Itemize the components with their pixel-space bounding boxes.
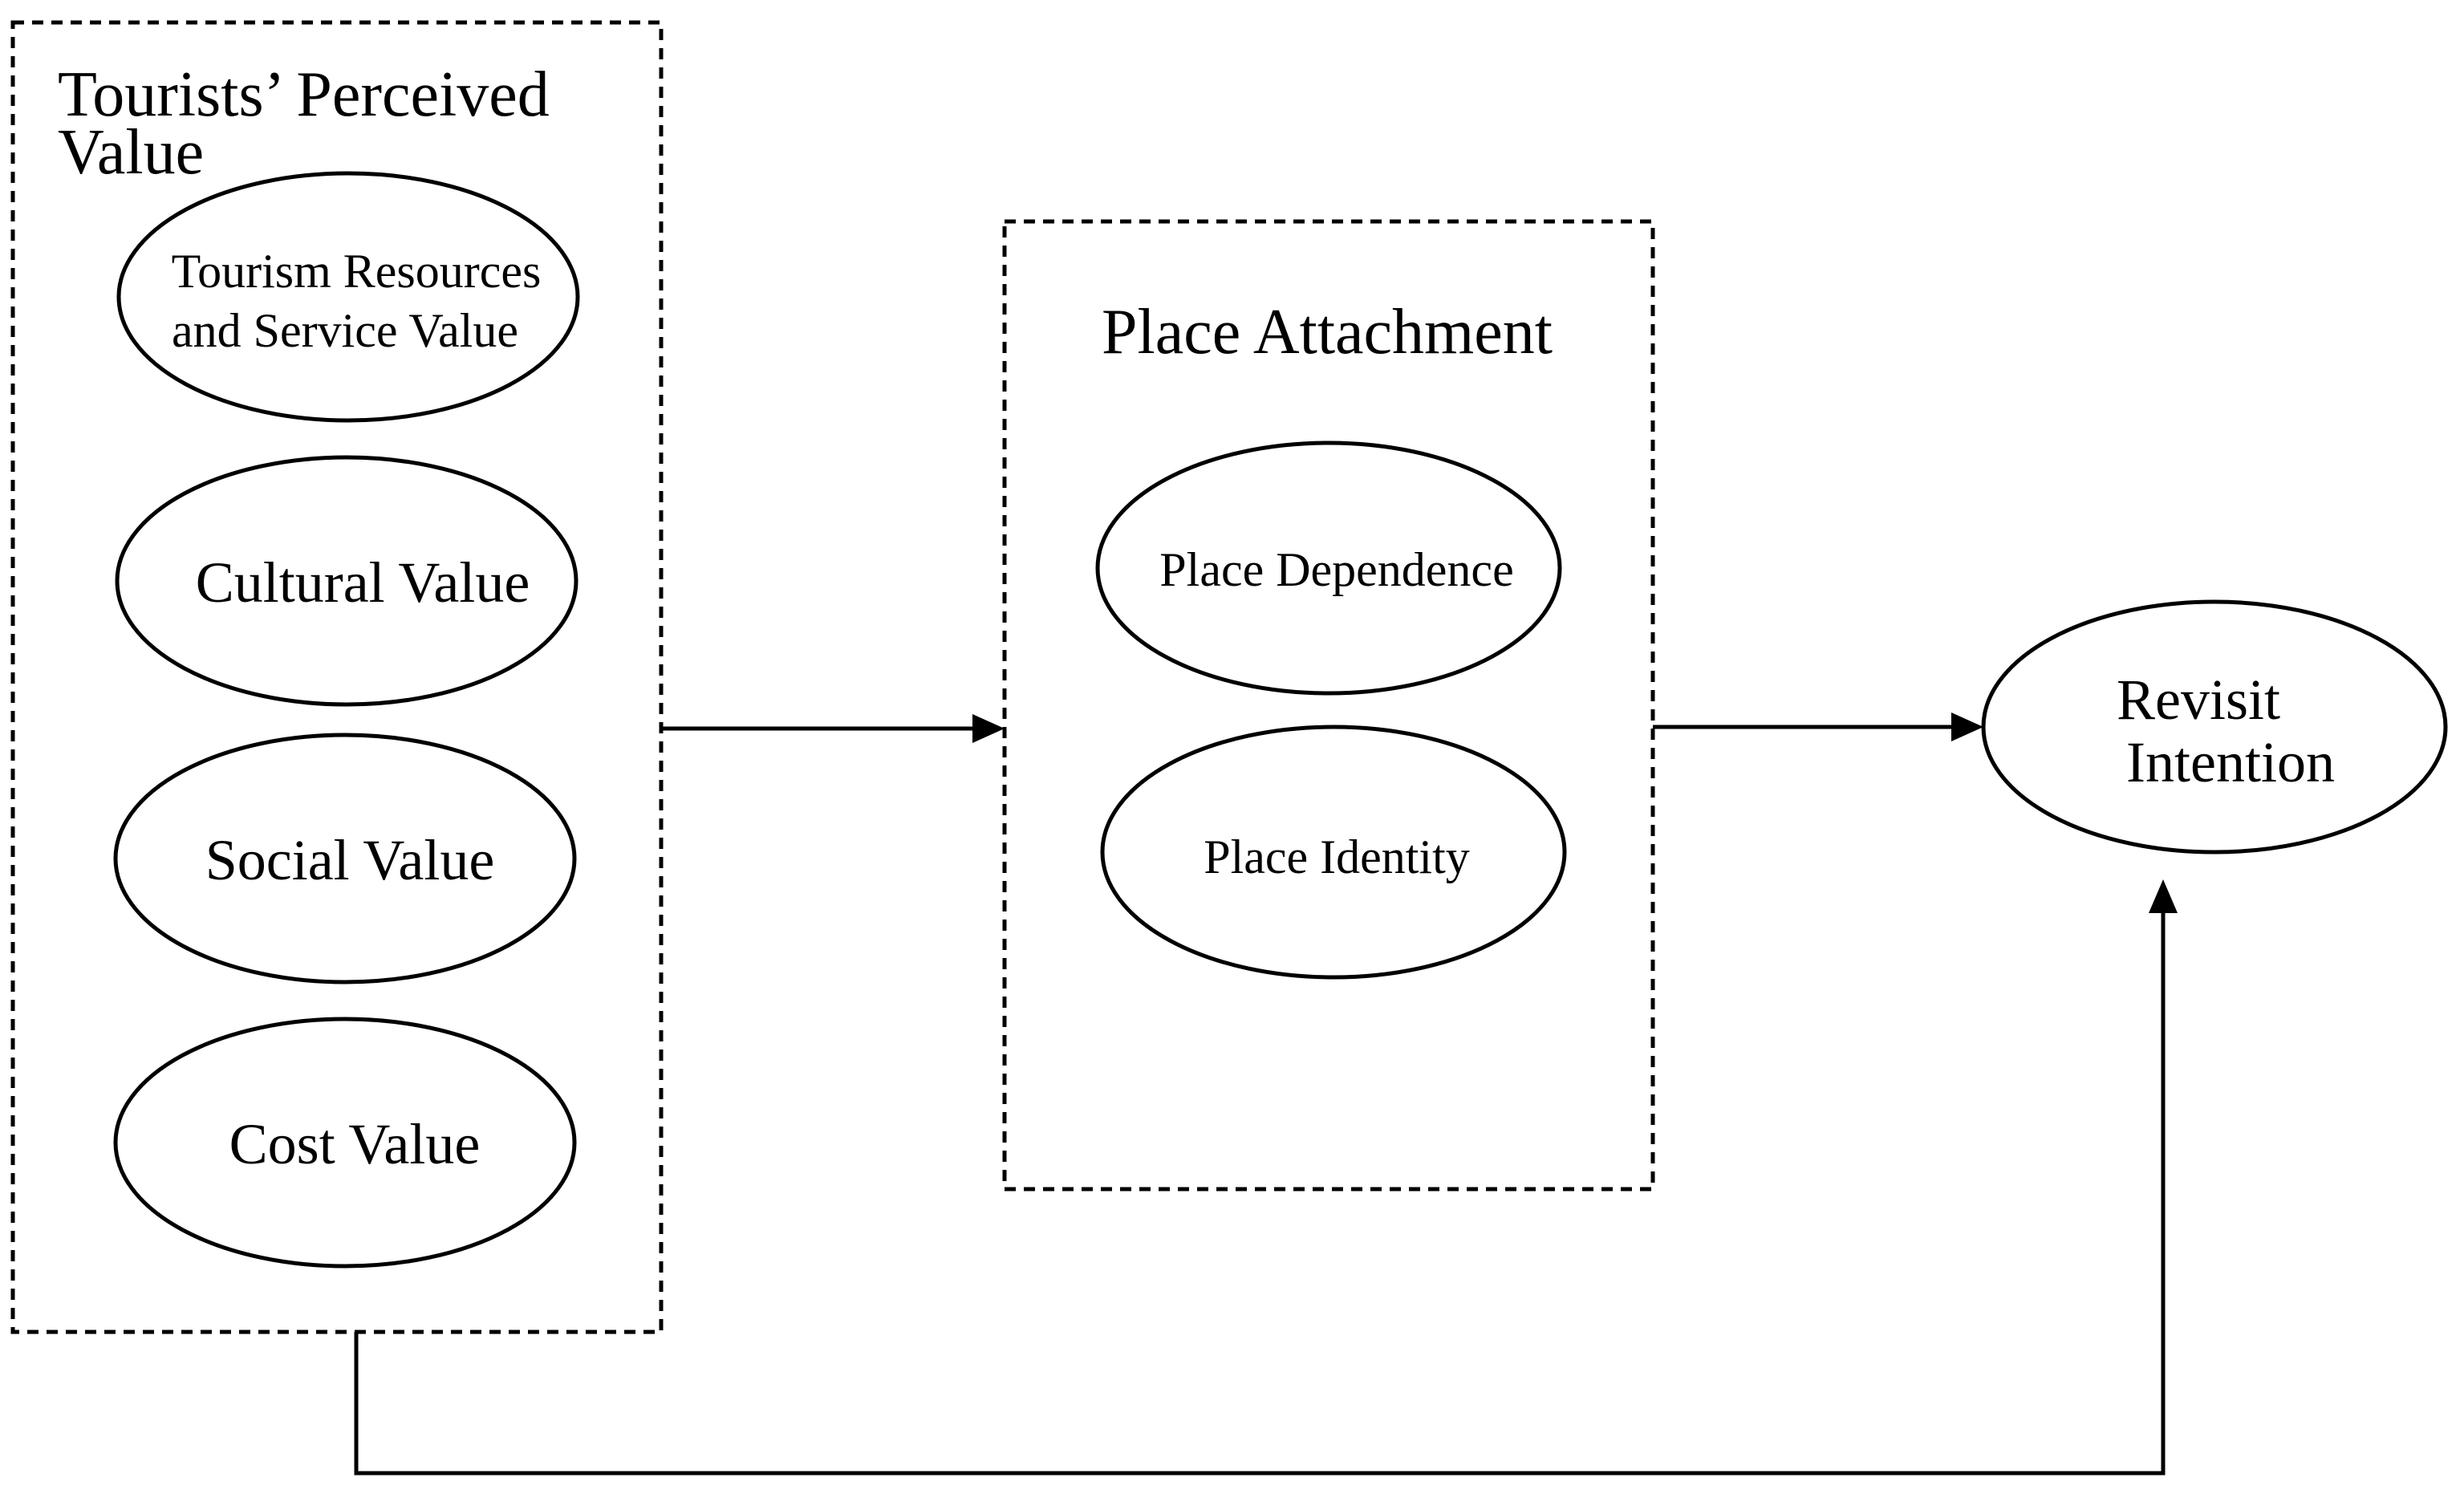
place-dependence-ellipse (1095, 440, 1562, 696)
edge-attachment-to-revisit (1653, 712, 1983, 741)
place-identity-node: Place Identity (1100, 725, 1567, 980)
place-dependence-label: Place Dependence (1159, 543, 1513, 596)
tourism-resources-label-line1: Tourism Resources (172, 245, 542, 298)
perceived-value-title-line1: Tourists’ Perceived (58, 59, 550, 130)
perceived-value-group: Tourists’ Perceived Value Tourism Resour… (10, 20, 664, 1334)
place-dependence-node: Place Dependence (1095, 440, 1562, 696)
cultural-value-ellipse (115, 455, 578, 707)
social-value-ellipse (113, 733, 577, 984)
cost-value-label: Cost Value (229, 1112, 481, 1176)
edge-perceived-to-attachment (661, 714, 1005, 743)
tourism-resources-ellipse (116, 171, 580, 423)
edge-perceived-to-attachment-arrowhead (972, 714, 1005, 743)
social-value-node: Social Value (113, 733, 577, 984)
cultural-value-label: Cultural Value (196, 550, 530, 615)
place-identity-label: Place Identity (1204, 830, 1470, 883)
perceived-value-title-line2: Value (58, 117, 204, 188)
edge-perceived-to-revisit (354, 879, 2178, 1476)
cost-value-ellipse (113, 1017, 577, 1269)
edge-perceived-to-revisit-arrowhead (2149, 879, 2178, 913)
cost-value-node: Cost Value (113, 1017, 577, 1269)
perceived-value-box (10, 20, 664, 1334)
edge-perceived-to-revisit-line (354, 911, 2166, 1476)
social-value-label: Social Value (205, 828, 495, 892)
revisit-intention-label-line2: Intention (2126, 730, 2335, 794)
place-attachment-group: Place Attachment Place Dependence Place … (1002, 219, 1655, 1192)
revisit-intention-node: Revisit Intention (1981, 599, 2448, 855)
revisit-intention-label-line1: Revisit (2117, 668, 2280, 732)
edge-attachment-to-revisit-arrowhead (1951, 712, 1983, 741)
place-attachment-title: Place Attachment (1102, 297, 1553, 367)
cultural-value-node: Cultural Value (115, 455, 578, 707)
place-identity-ellipse (1100, 725, 1567, 980)
tourism-resources-node: Tourism Resources and Service Value (116, 171, 580, 423)
tourism-resources-label-line2: and Service Value (172, 304, 518, 357)
